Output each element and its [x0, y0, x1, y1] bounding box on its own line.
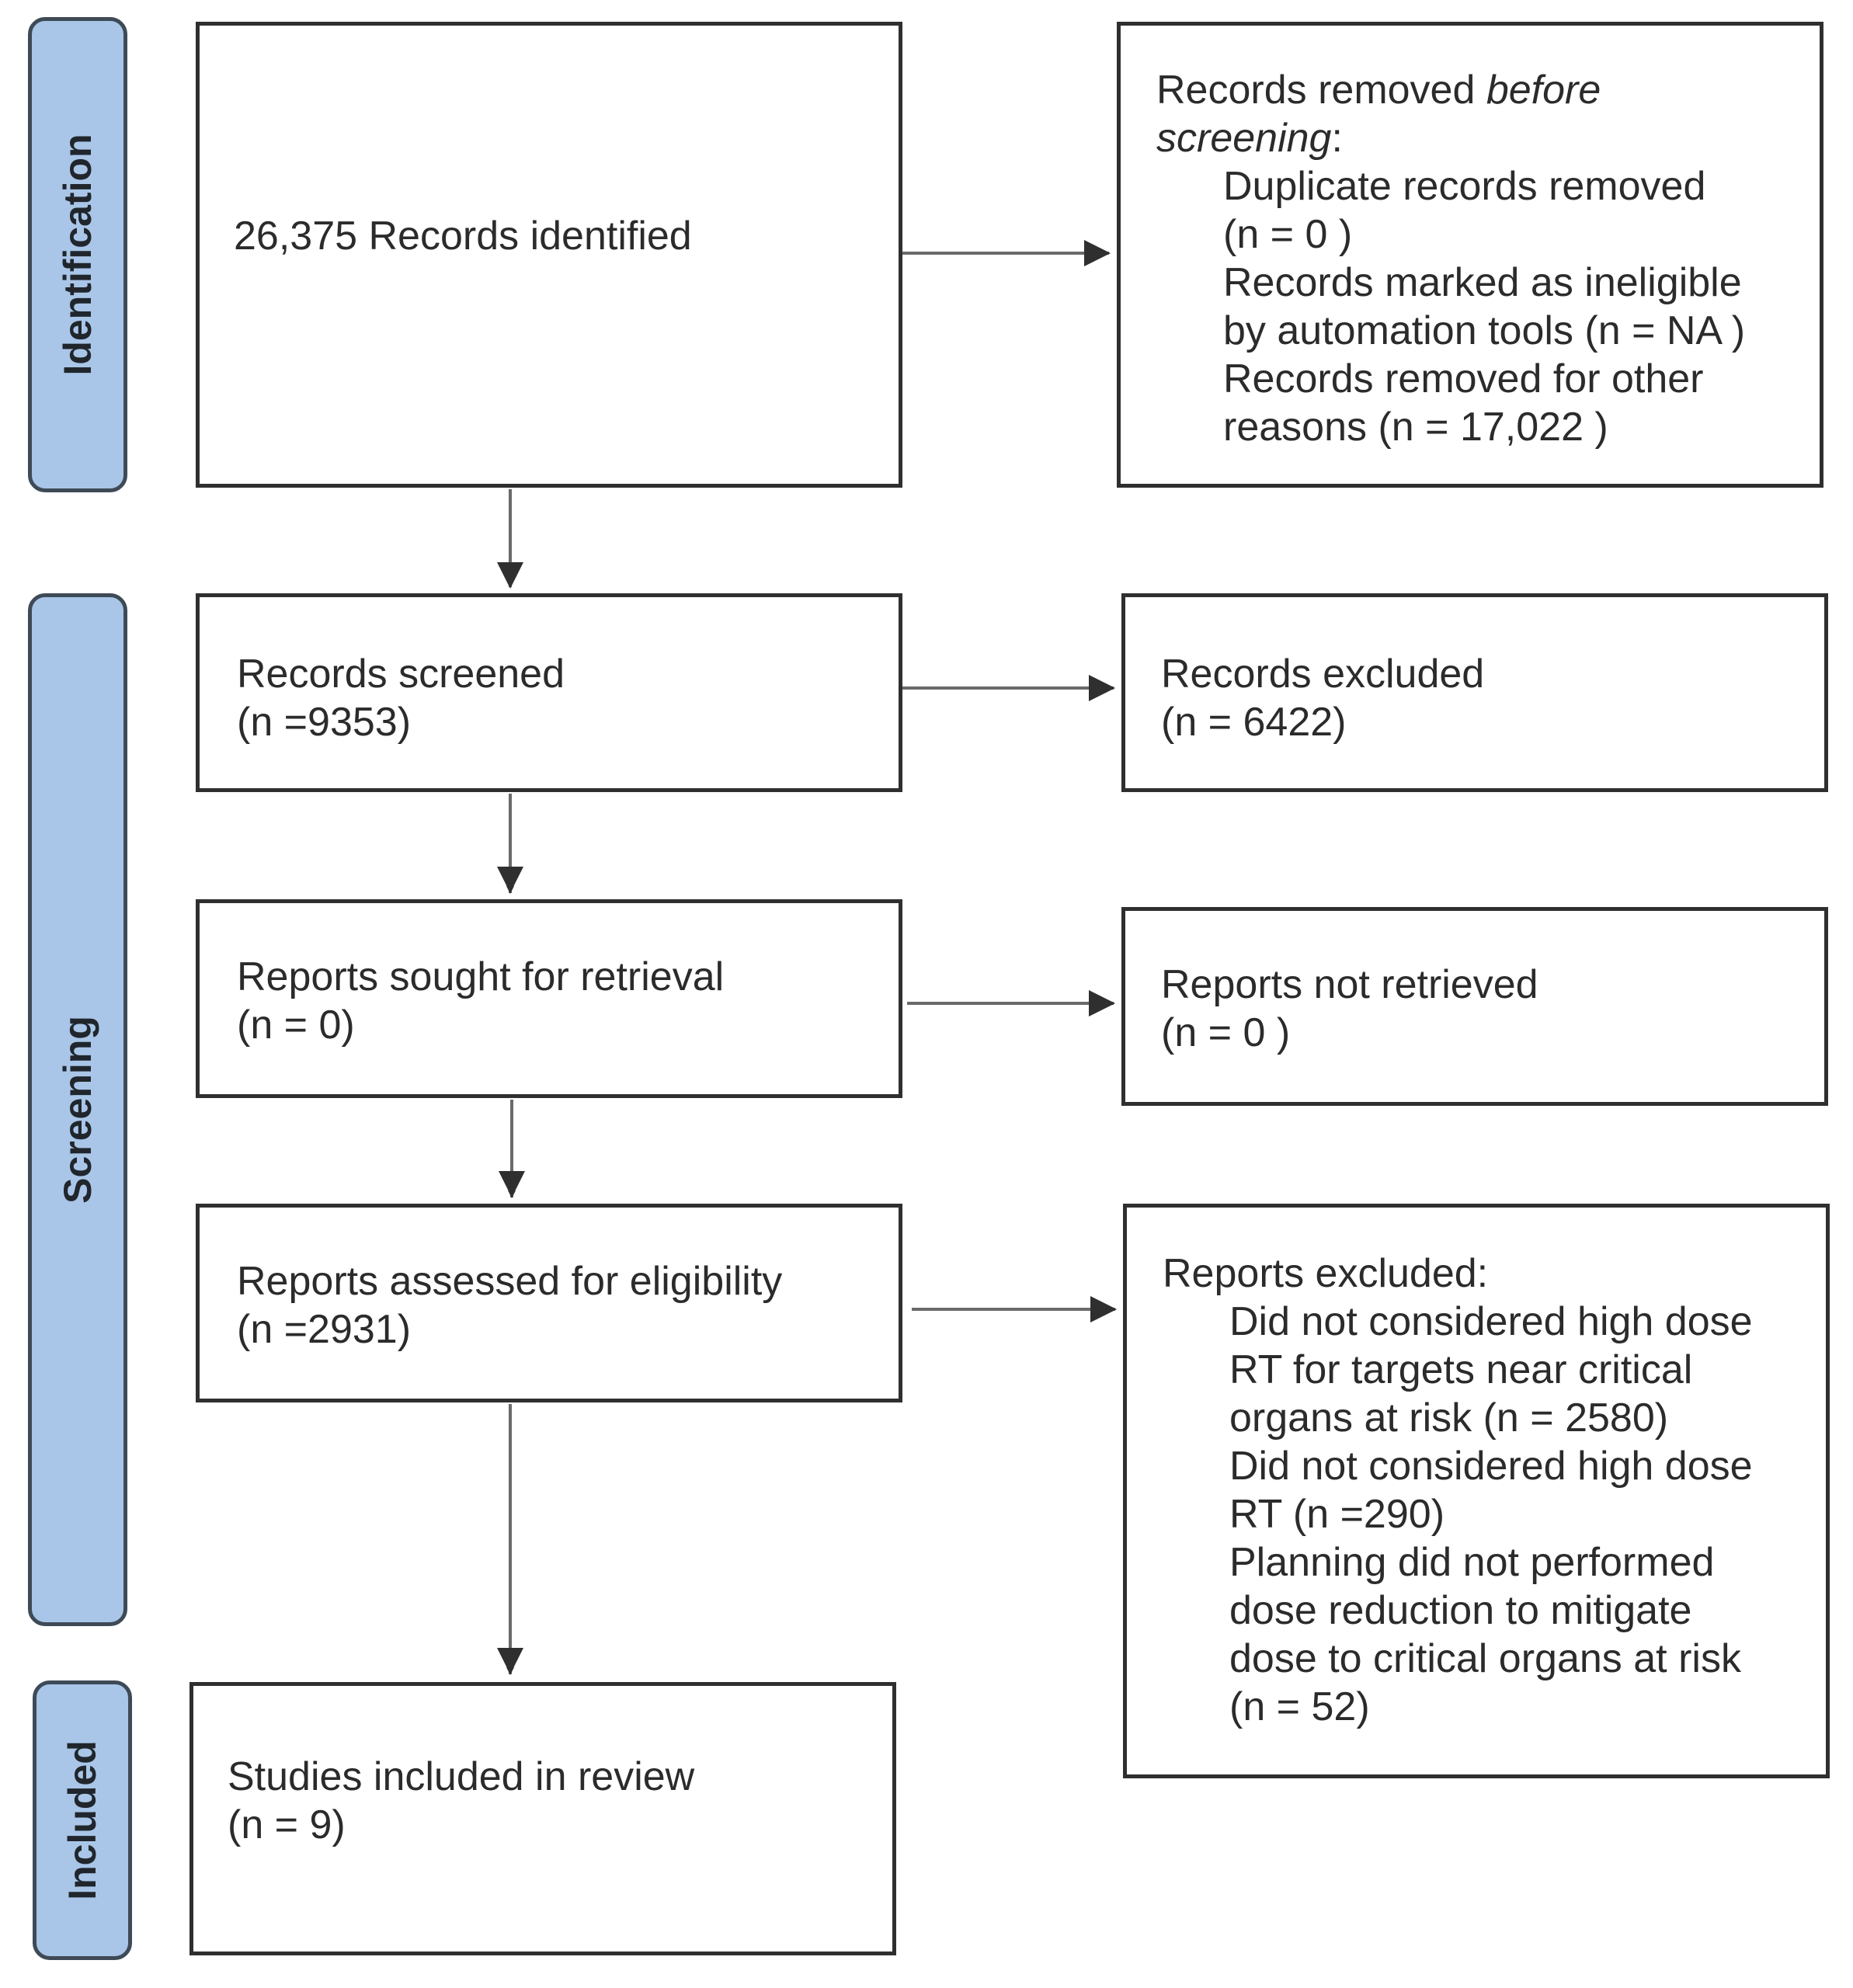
arrowhead-6 — [1089, 675, 1115, 701]
records-excluded-box: Records excluded (n = 6422) — [1121, 593, 1828, 792]
arrowhead-5 — [1084, 240, 1111, 266]
ineligible-automation-label: Records marked as ineligible — [1223, 260, 1742, 305]
reports-sought-label: Reports sought for retrieval — [237, 954, 725, 999]
exclusion-2-line1: Did not considered high dose — [1229, 1444, 1753, 1489]
studies-included-box: Studies included in review (n = 9) — [189, 1682, 896, 1955]
phase-identification: Identification — [28, 17, 127, 492]
arrowhead-7 — [1089, 990, 1115, 1017]
records-removed-title-prefix: Records removed — [1156, 68, 1486, 113]
records-removed-title-line1: Records removed before — [1156, 66, 1820, 114]
records-removed-title-italic2: screening — [1156, 116, 1332, 161]
records-excluded-count: (n = 6422) — [1161, 700, 1347, 745]
exclusion-3-line1: Planning did not performed — [1229, 1540, 1715, 1585]
reports-assessed-label: Reports assessed for eligibility — [237, 1259, 783, 1304]
reports-excluded-title: Reports excluded: — [1163, 1251, 1489, 1296]
reports-not-retrieved-label: Reports not retrieved — [1161, 962, 1538, 1007]
arrowhead-8 — [1090, 1296, 1117, 1322]
records-removed-title-italic: before — [1486, 68, 1601, 113]
exclusion-3-line3: dose to critical organs at risk — [1229, 1636, 1741, 1681]
records-removed-before-box: Records removed before screening: Duplic… — [1117, 22, 1823, 488]
exclusion-1-line2: RT for targets near critical — [1229, 1347, 1693, 1392]
reports-not-retrieved-box: Reports not retrieved (n = 0 ) — [1121, 907, 1828, 1106]
duplicate-removed-label: Duplicate records removed — [1223, 164, 1706, 209]
reports-sought-box: Reports sought for retrieval (n = 0) — [196, 899, 902, 1098]
reports-not-retrieved-count: (n = 0 ) — [1161, 1010, 1291, 1055]
phase-screening: Screening — [28, 593, 127, 1626]
arrowhead-4 — [497, 1648, 523, 1674]
records-screened-box: Records screened (n =9353) — [196, 593, 902, 792]
exclusion-3-line2: dose reduction to mitigate — [1229, 1588, 1692, 1633]
arrowhead-3 — [499, 1171, 525, 1197]
reports-excluded-box: Reports excluded: Did not considered hig… — [1123, 1204, 1830, 1778]
reports-assessed-count: (n =2931) — [237, 1307, 412, 1352]
exclusion-2-line2: RT (n =290) — [1229, 1492, 1445, 1537]
duplicate-removed-count: (n = 0 ) — [1223, 212, 1353, 257]
exclusion-1-line1: Did not considered high dose — [1229, 1299, 1753, 1344]
arrowhead-2 — [497, 867, 523, 893]
records-identified-box: 26,375 Records identified — [196, 22, 902, 488]
reports-assessed-box: Reports assessed for eligibility (n =293… — [196, 1204, 902, 1402]
studies-included-label: Studies included in review — [228, 1754, 695, 1799]
records-identified-text: 26,375 Records identified — [234, 214, 692, 259]
exclusion-3-line4: (n = 52) — [1229, 1684, 1370, 1729]
records-removed-title-line2: screening: — [1156, 114, 1820, 162]
other-reasons-count: reasons (n = 17,022 ) — [1223, 405, 1608, 450]
exclusion-1-line3: organs at risk (n = 2580) — [1229, 1395, 1669, 1441]
records-screened-label: Records screened — [237, 652, 565, 697]
records-screened-count: (n =9353) — [237, 700, 412, 745]
records-excluded-label: Records excluded — [1161, 652, 1485, 697]
ineligible-automation-count: by automation tools (n = NA ) — [1223, 308, 1746, 353]
arrowhead-1 — [497, 562, 523, 589]
studies-included-count: (n = 9) — [228, 1802, 346, 1847]
phase-included: Included — [33, 1680, 132, 1960]
records-removed-title-suffix: : — [1331, 116, 1343, 161]
reports-sought-count: (n = 0) — [237, 1003, 355, 1048]
other-reasons-label: Records removed for other — [1223, 356, 1704, 401]
